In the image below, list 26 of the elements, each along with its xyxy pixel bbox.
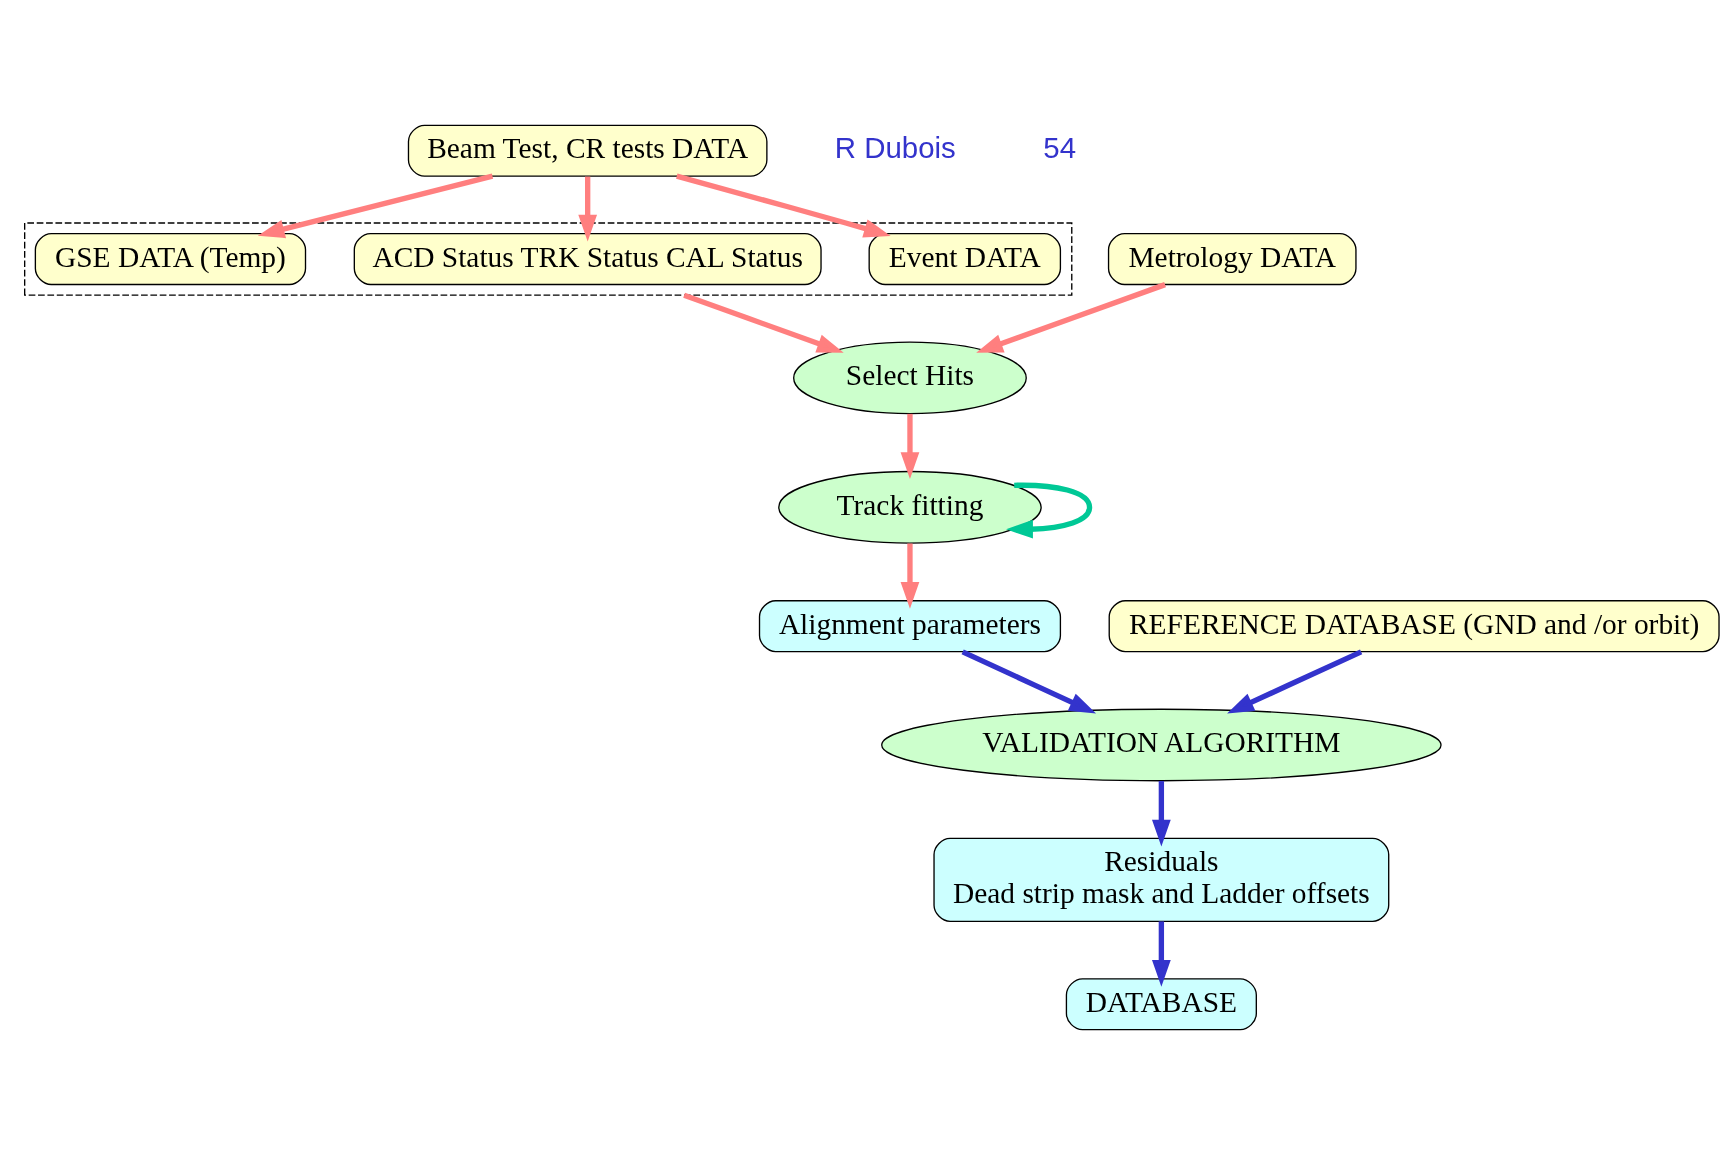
arrow	[257, 173, 494, 238]
arrow	[900, 543, 920, 609]
arrow	[1006, 482, 1093, 539]
node-box: Alignment parameters	[758, 599, 1062, 652]
label: 54	[1043, 130, 1077, 164]
arrow	[961, 648, 1097, 713]
node-box: REFERENCE DATABASE (GND and /or orbit)	[1108, 599, 1720, 652]
node-ellipse: VALIDATION ALGORITHM	[881, 708, 1442, 781]
node-box: DATABASE	[1065, 977, 1257, 1030]
label: R Dubois	[834, 130, 956, 164]
arrow	[683, 292, 844, 353]
node-ellipse: Track fitting	[778, 470, 1042, 544]
arrow	[676, 173, 891, 237]
arrow	[900, 413, 920, 479]
node-box: GSE DATA (Temp)	[34, 232, 307, 285]
node-box: Residuals Dead strip mask and Ladder offsets	[933, 837, 1390, 922]
arrow	[578, 176, 598, 241]
arrow	[1152, 780, 1171, 847]
node-box: ACD Status TRK Status CAL Status	[353, 232, 822, 285]
arrow	[1227, 648, 1363, 713]
node-box: Beam Test, CR tests DATA	[407, 124, 768, 177]
arrow	[1152, 920, 1171, 987]
arrow	[976, 281, 1166, 353]
node-ellipse: Select Hits	[793, 341, 1027, 414]
node-box: Event DATA	[868, 232, 1062, 285]
node-box: Metrology DATA	[1107, 232, 1357, 285]
